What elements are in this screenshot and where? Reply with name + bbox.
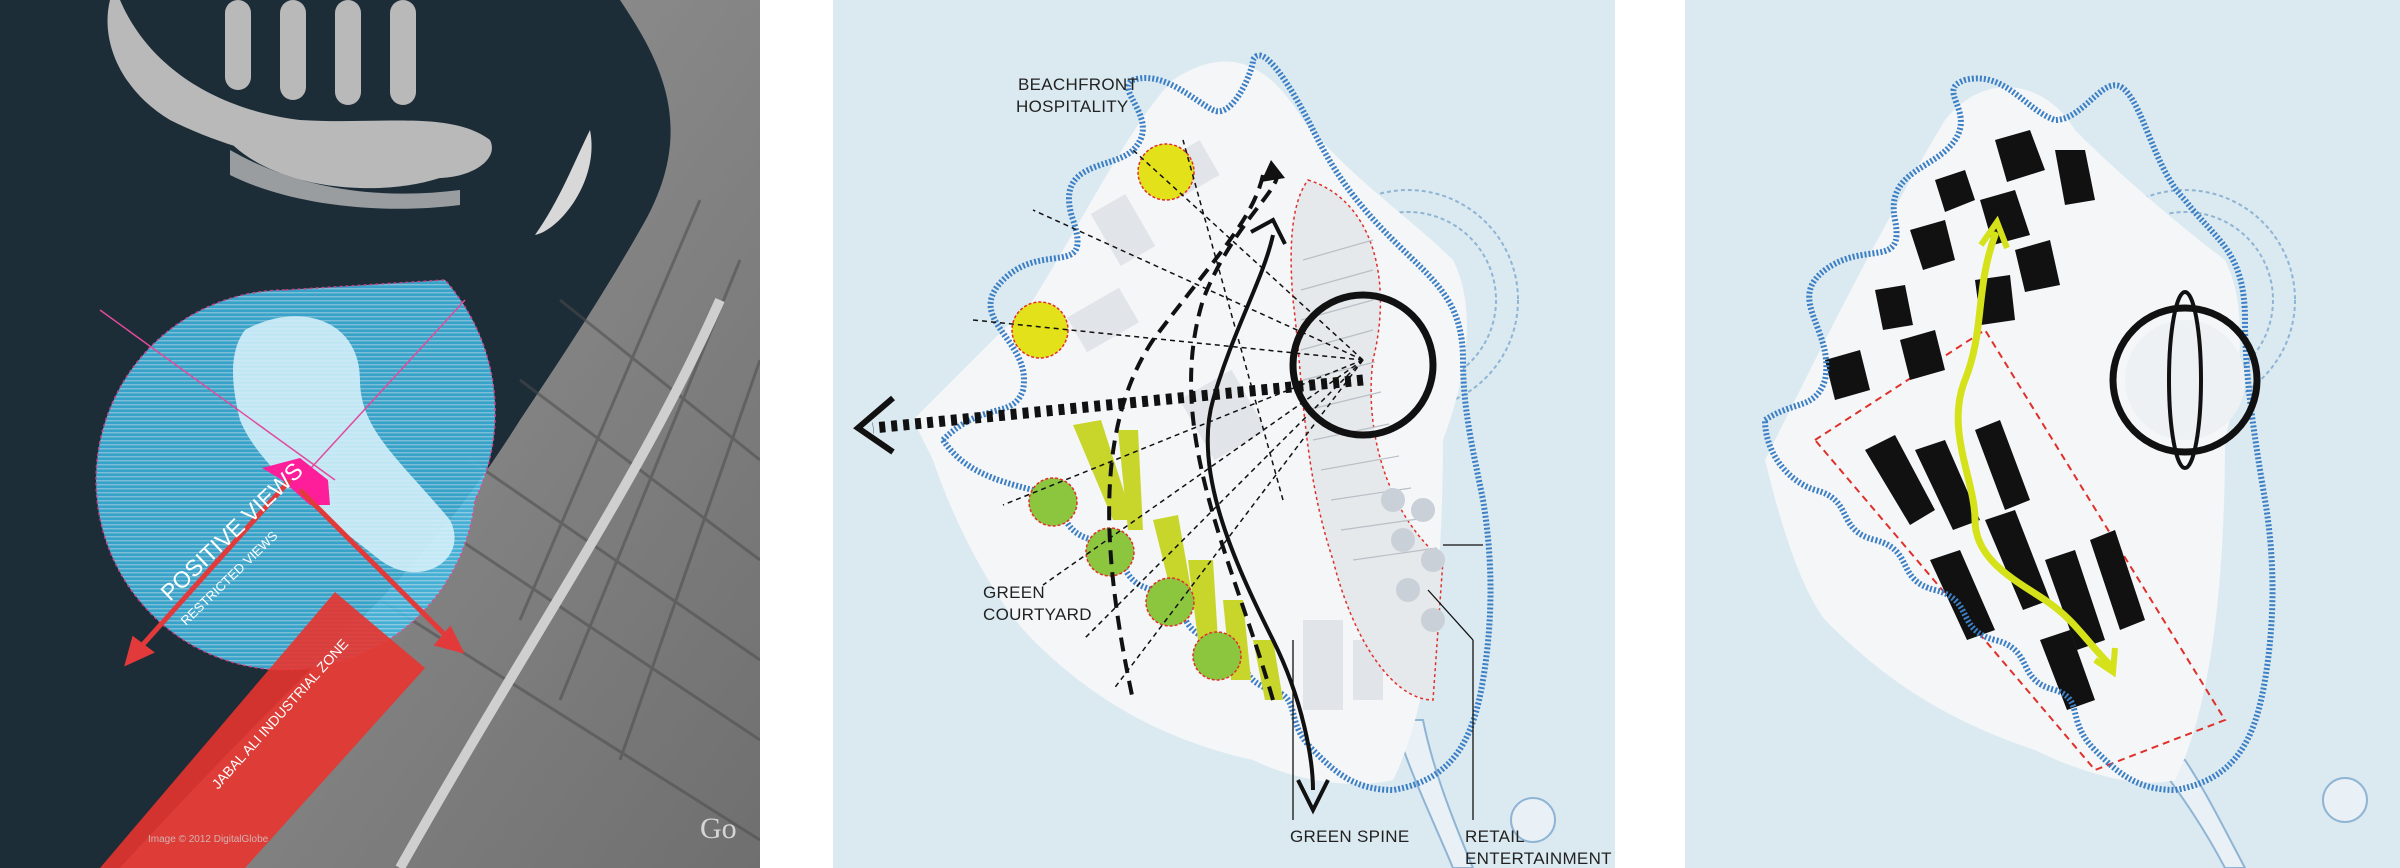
focal-circle bbox=[2109, 304, 2261, 456]
retail-label: RETAIL bbox=[1465, 827, 1525, 846]
imagery-credit: Image © 2012 DigitalGlobe bbox=[148, 834, 269, 845]
site-marker bbox=[262, 458, 330, 505]
green-spine-arrow bbox=[1205, 234, 1315, 791]
mainland bbox=[120, 0, 760, 868]
retail-zone bbox=[1290, 179, 1444, 701]
massing-diagram bbox=[1685, 0, 2400, 868]
highway bbox=[395, 297, 725, 868]
dashed-circulation-arrow bbox=[1189, 168, 1279, 701]
masterplan-diagram: BEACHFRONT HOSPITALITY GREEN COURTYARD G… bbox=[833, 0, 1615, 868]
hospitality-label: HOSPITALITY bbox=[1016, 97, 1129, 116]
retail-pods bbox=[1381, 488, 1445, 632]
watermark: Go bbox=[700, 812, 737, 845]
pier bbox=[2153, 759, 2368, 868]
green-label: GREEN bbox=[983, 583, 1045, 602]
masterplan-diagram-panel: BEACHFRONT HOSPITALITY GREEN COURTYARD G… bbox=[833, 0, 1615, 868]
pier bbox=[1391, 719, 1556, 868]
pedestrian-path bbox=[1954, 231, 2114, 669]
hospitality-nodes bbox=[1011, 143, 1195, 359]
beachfront-label: BEACHFRONT bbox=[1018, 75, 1138, 94]
view-arrows bbox=[124, 478, 465, 667]
palm-island bbox=[107, 0, 492, 209]
site-island bbox=[233, 316, 455, 573]
leader-lines bbox=[1292, 544, 1483, 820]
waterfront-edge bbox=[1761, 75, 2276, 794]
main-view-axis bbox=[872, 374, 1364, 434]
entertainment-label: ENTERTAINMENT bbox=[1465, 849, 1612, 868]
view-axes bbox=[99, 299, 466, 481]
industrial-zone bbox=[100, 592, 425, 868]
green-spine-label: GREEN SPINE bbox=[1290, 827, 1410, 846]
aerial-context-panel: POSITIVE VIEWS RESTRICTED VIEWS JABAL AL… bbox=[0, 0, 760, 868]
aerial-photo: POSITIVE VIEWS RESTRICTED VIEWS JABAL AL… bbox=[0, 0, 760, 868]
massing-diagram-panel bbox=[1685, 0, 2400, 868]
focal-circle bbox=[1289, 291, 1437, 439]
focal-axis bbox=[2167, 290, 2203, 470]
courtyard-label: COURTYARD bbox=[983, 605, 1092, 624]
small-island bbox=[535, 130, 592, 235]
